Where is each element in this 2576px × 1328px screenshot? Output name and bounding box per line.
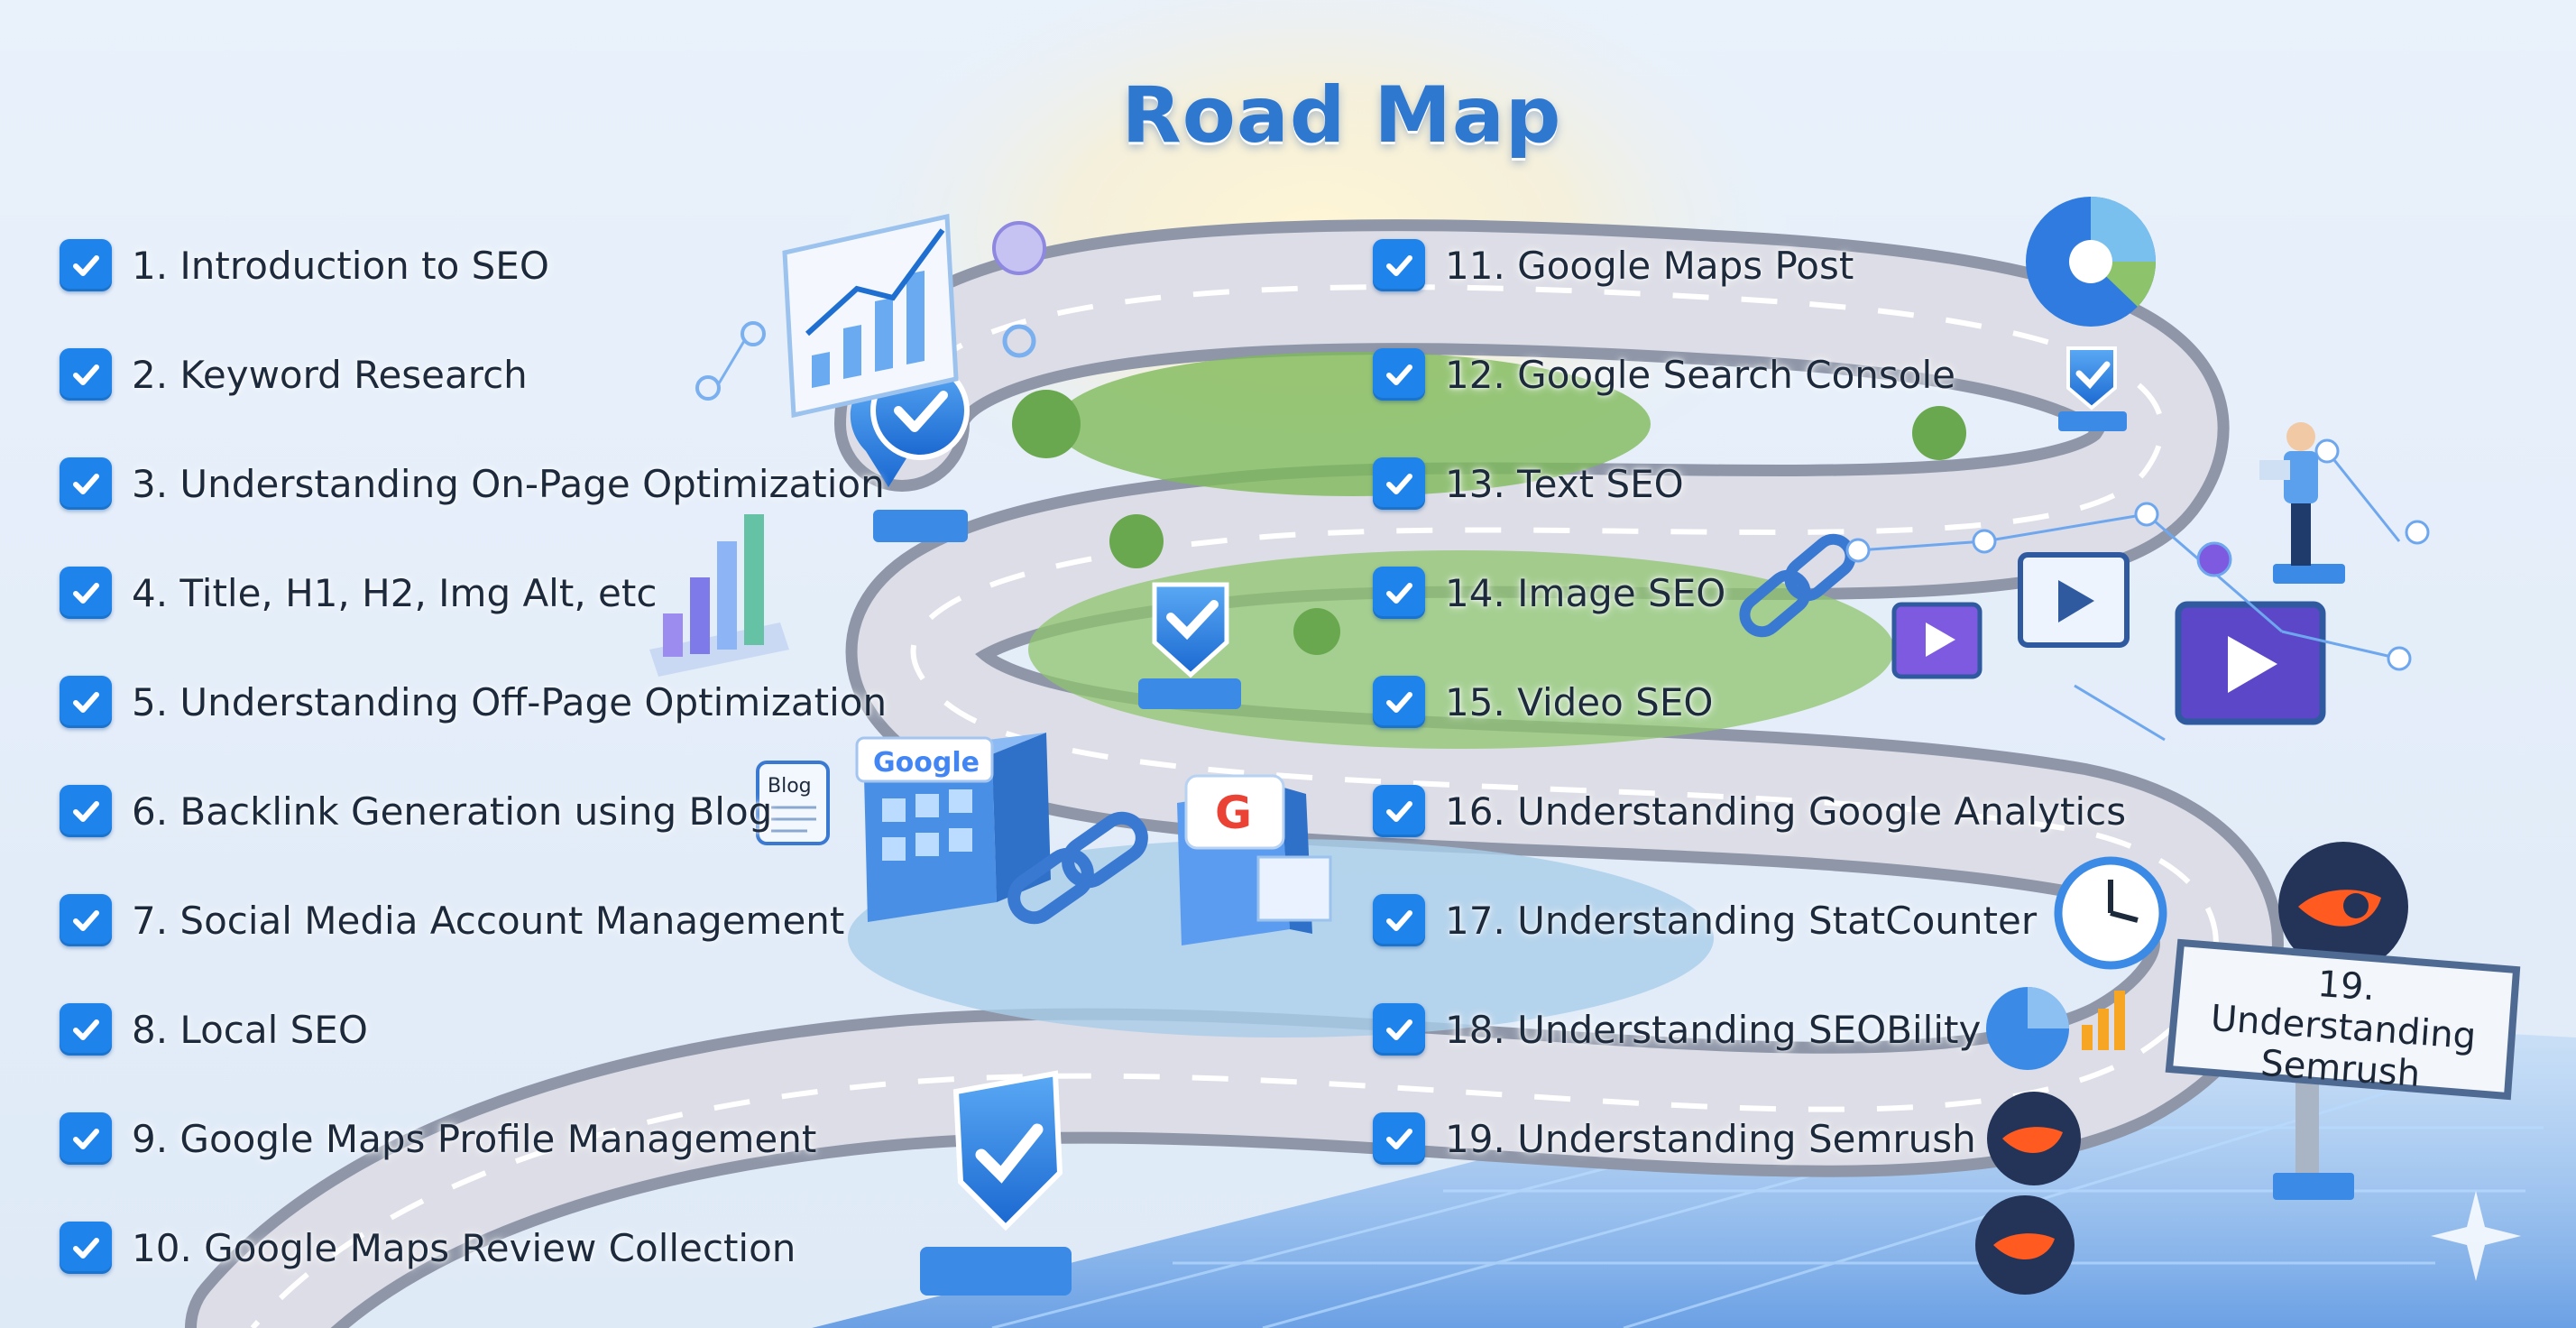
right-checklist-item-3[interactable]: 13. Text SEO [1373,455,1684,512]
left-checklist-item-2[interactable]: 2. Keyword Research [60,346,528,403]
left-checklist-item-10[interactable]: 10. Google Maps Review Collection [60,1219,796,1277]
left-checklist-item-6[interactable]: 6. Backlink Generation using Blog [60,782,772,840]
right-checklist-item-7[interactable]: 17. Understanding StatCounter [1373,891,2037,949]
right-checklist-item-1[interactable]: 11. Google Maps Post [1373,236,1854,294]
checklist-label: 11. Google Maps Post [1445,243,1854,288]
checklist-label: 18. Understanding SEOBility [1445,1007,1982,1052]
map-pin-check-icon [920,1070,1072,1296]
page-title: Road Map [1121,70,1562,161]
sparkle-icon [2431,1191,2521,1281]
checkbox-checked-icon[interactable] [1373,567,1425,619]
checklist-label: 6. Backlink Generation using Blog [132,788,773,834]
pie-chart-icon [1986,987,2125,1070]
checkbox-checked-icon[interactable] [60,1112,112,1165]
pie-chart-icon [2026,197,2156,327]
signpost-label: 19. Understanding Semrush [2209,963,2478,1096]
link-chain-icon [1007,811,1148,925]
network-lines [1845,438,2430,742]
winding-road [185,219,2284,1328]
checklist-label: 15. Video SEO [1445,679,1714,724]
left-checklist-item-9[interactable]: 9. Google Maps Profile Management [60,1110,816,1167]
google-building-icon [855,733,1051,922]
google-g-building-icon [1177,774,1332,945]
map-pin-check-icon [2058,346,2127,431]
checklist-label: 5. Understanding Off-Page Optimization [132,679,888,724]
blog-bubble-icon [756,761,830,845]
video-play-icon [2175,601,2326,725]
checkbox-checked-icon[interactable] [60,567,112,619]
right-checklist-item-2[interactable]: 12. Google Search Console [1373,346,1955,403]
left-checklist-item-3[interactable]: 3. Understanding On-Page Optimization [60,455,885,512]
checklist-label: 9. Google Maps Profile Management [132,1116,817,1161]
link-chain-icon [1739,533,1856,638]
left-checklist-item-8[interactable]: 8. Local SEO [60,1001,368,1058]
google-label: Google [873,747,980,779]
right-checklist-item-6[interactable]: 16. Understanding Google Analytics [1373,782,2126,840]
checklist-label: 10. Google Maps Review Collection [132,1225,796,1270]
checklist-label: 1. Introduction to SEO [132,243,549,288]
bar-chart-icon [649,514,789,677]
blog-label: Blog [768,775,812,798]
checkbox-checked-icon[interactable] [60,457,112,510]
checklist-label: 16. Understanding Google Analytics [1445,788,2127,834]
bar-chart-icon [695,213,1046,419]
right-checklist-item-4[interactable]: 14. Image SEO [1373,564,1725,622]
checklist-label: 14. Image SEO [1445,570,1726,615]
checkbox-checked-icon[interactable] [60,894,112,946]
checkbox-checked-icon[interactable] [1373,1112,1425,1165]
semrush-signpost [2165,938,2521,1200]
google-g-letter: G [1215,787,1252,839]
checklist-label: 12. Google Search Console [1445,352,1955,397]
checklist-label: 2. Keyword Research [132,352,528,397]
checkbox-checked-icon[interactable] [60,1003,112,1056]
right-checklist-item-5[interactable]: 15. Video SEO [1373,673,1713,731]
map-pin-check-icon [1138,582,1241,709]
video-play-icon [1891,602,1983,679]
left-checklist-item-1[interactable]: 1. Introduction to SEO [60,236,549,294]
checklist-label: 3. Understanding On-Page Optimization [132,461,885,506]
checkbox-checked-icon[interactable] [60,239,112,291]
semrush-logo-icon [2278,842,2408,972]
checkbox-checked-icon[interactable] [60,676,112,728]
checkbox-checked-icon[interactable] [60,785,112,837]
right-checklist-item-8[interactable]: 18. Understanding SEOBility [1373,1001,1981,1058]
checkbox-checked-icon[interactable] [1373,239,1425,291]
person-with-laptop-icon [2259,422,2345,584]
checklist-label: 4. Title, H1, H2, Img Alt, etc [132,570,658,615]
checkbox-checked-icon[interactable] [1373,1003,1425,1056]
checkbox-checked-icon[interactable] [1373,785,1425,837]
checklist-label: 8. Local SEO [132,1007,368,1052]
right-checklist-item-9[interactable]: 19. Understanding Semrush [1373,1110,1976,1167]
checklist-label: 17. Understanding StatCounter [1445,898,2038,943]
left-checklist-item-4[interactable]: 4. Title, H1, H2, Img Alt, etc [60,564,657,622]
semrush-logo-icon [1987,1092,2081,1185]
left-checklist-item-5[interactable]: 5. Understanding Off-Page Optimization [60,673,887,731]
checklist-label: 13. Text SEO [1445,461,1684,506]
checkbox-checked-icon[interactable] [60,348,112,401]
video-play-icon [2018,552,2130,648]
checklist-label: 19. Understanding Semrush [1445,1116,1976,1161]
left-checklist-item-7[interactable]: 7. Social Media Account Management [60,891,844,949]
semrush-logo-icon [1975,1195,2075,1295]
checkbox-checked-icon[interactable] [1373,457,1425,510]
checkbox-checked-icon[interactable] [1373,348,1425,401]
checkbox-checked-icon[interactable] [1373,676,1425,728]
checkbox-checked-icon[interactable] [60,1222,112,1274]
checkbox-checked-icon[interactable] [1373,894,1425,946]
clock-icon [2054,856,2167,970]
checklist-label: 7. Social Media Account Management [132,898,845,943]
